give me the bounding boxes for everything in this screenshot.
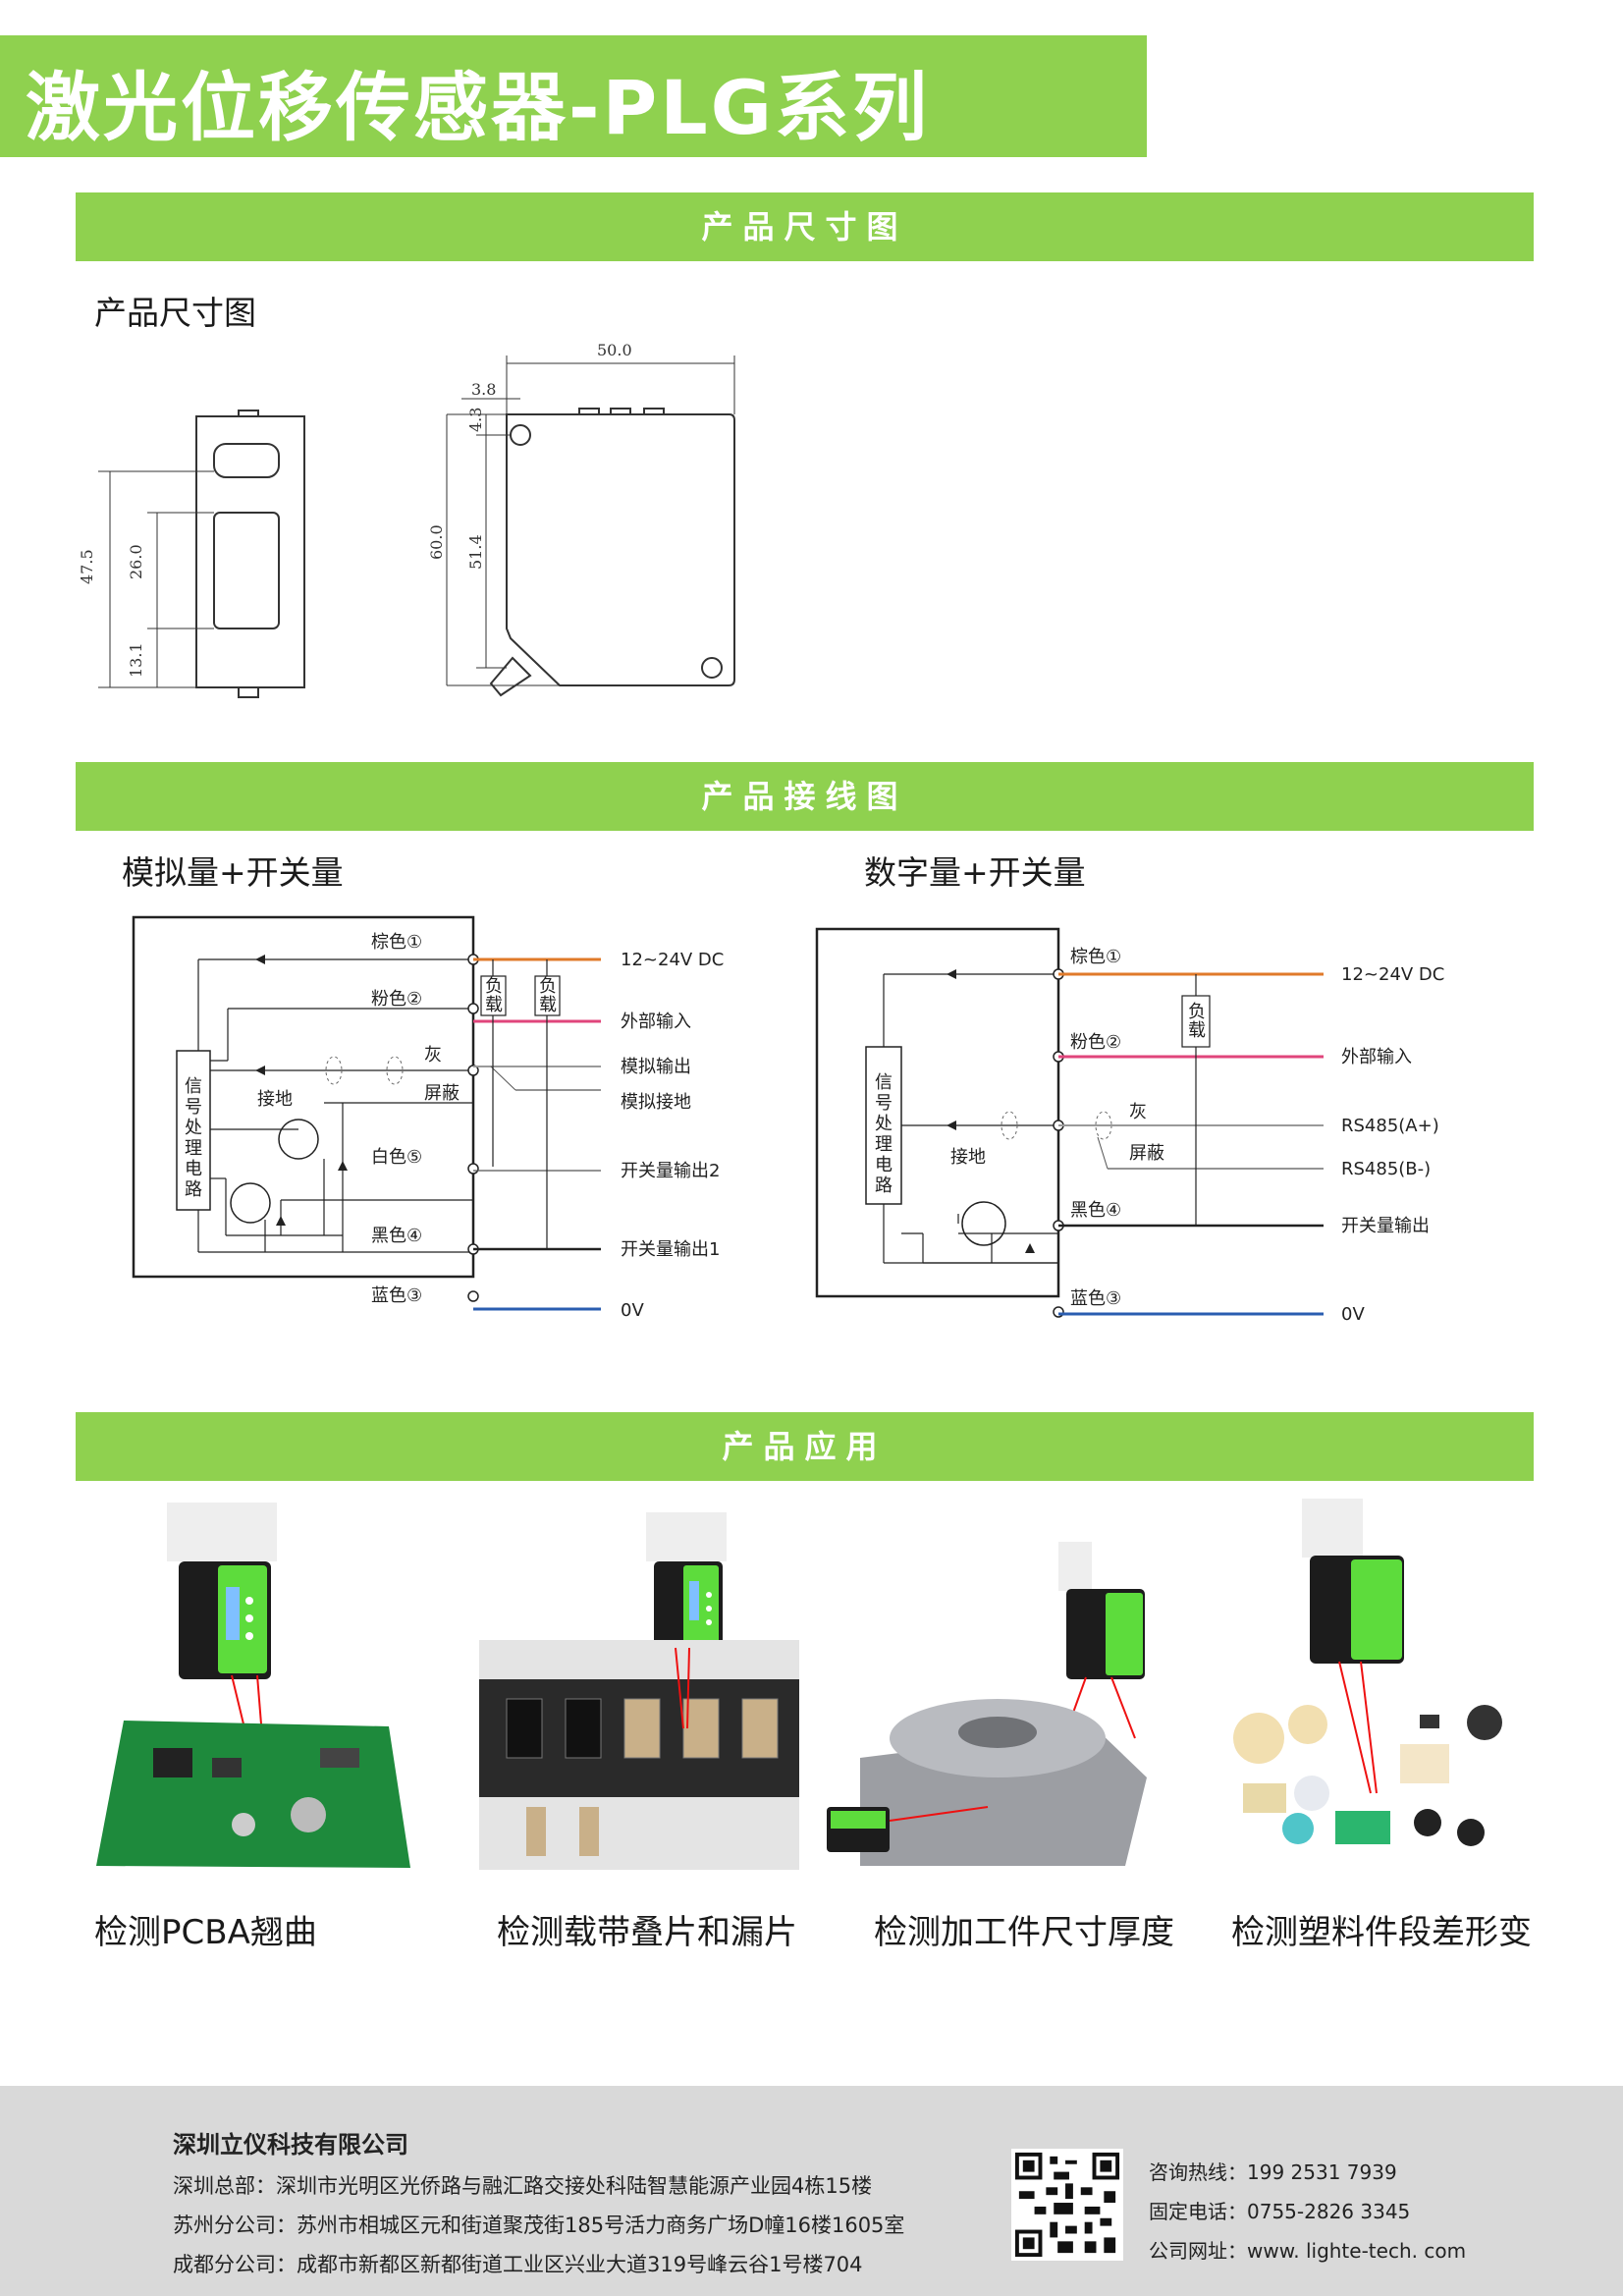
output-label: 0V — [1341, 1304, 1365, 1325]
wire-label: 黑色④ — [1070, 1200, 1121, 1221]
wire-label: 棕色① — [371, 932, 422, 953]
application-image-pcba — [96, 1503, 410, 1868]
application-caption: 检测塑料件段差形变 — [1231, 1913, 1532, 1952]
footer — [0, 2086, 1623, 2296]
dim-inner-height: 51.4 — [466, 534, 485, 570]
application-caption: 检测加工件尺寸厚度 — [874, 1913, 1174, 1952]
output-label: RS485(A+) — [1341, 1116, 1439, 1136]
output-label: 12~24V DC — [621, 950, 724, 970]
output-label: 12~24V DC — [1341, 964, 1444, 985]
wiring-diagram-analog: 信号处理电路 接地 负载 负载 — [132, 915, 724, 1321]
footer-hotline: 咨询热线：199 2531 7939 — [1149, 2160, 1397, 2184]
dim-bottom-offset: 13.1 — [127, 642, 145, 678]
output-label: RS485(B-) — [1341, 1159, 1431, 1179]
load-label-1: 负载 — [485, 976, 503, 1015]
dimension-drawing: 47.5 26.0 13.1 50.0 3.8 4.3 60.0 51.4 — [78, 341, 735, 698]
dim-offset-x: 3.8 — [471, 380, 496, 399]
wire-label: 棕色① — [1070, 947, 1121, 967]
ground-label: 接地 — [950, 1147, 986, 1168]
wiring-digital-title: 数字量+开关量 — [864, 853, 1086, 892]
dim-width-total: 50.0 — [597, 341, 632, 359]
shield-label: 屏蔽 — [424, 1083, 460, 1104]
dim-height-total: 60.0 — [427, 524, 446, 560]
front-view — [489, 408, 735, 697]
section-header-dimensions: 产品尺寸图 — [76, 192, 1534, 261]
section-title: 产品应用 — [722, 1428, 888, 1465]
dim-offset-y: 4.3 — [466, 408, 485, 432]
output-label: 模拟接地 — [621, 1092, 691, 1113]
wire-label: 粉色② — [371, 989, 422, 1010]
section-title: 产品尺寸图 — [701, 208, 908, 246]
output-label: 开关量输出 — [1341, 1216, 1430, 1236]
wire-label: 白色⑤ — [371, 1147, 422, 1168]
dimension-figure-label: 产品尺寸图 — [94, 294, 256, 332]
footer-address: 苏州分公司：苏州市相城区元和街道聚茂街185号活力商务广场D幢16楼1605室 — [173, 2214, 905, 2237]
section-header-application: 产品应用 — [76, 1412, 1534, 1481]
title-bar — [0, 35, 1147, 157]
footer-address: 成都分公司：成都市新都区新都街道工业区兴业大道319号峰云谷1号楼704 — [173, 2253, 863, 2276]
application-image-machining — [827, 1542, 1147, 1866]
footer-address: 深圳总部：深圳市光明区光侨路与融汇路交接处科陆智慧能源产业园4栋15楼 — [173, 2174, 873, 2198]
section-header-wiring: 产品接线图 — [76, 762, 1534, 831]
dim-left-height: 47.5 — [78, 549, 96, 584]
footer-company: 深圳立仪科技有限公司 — [173, 2131, 408, 2159]
dim-window-height: 26.0 — [127, 544, 145, 579]
wire-label: 蓝色③ — [1070, 1288, 1121, 1309]
footer-website[interactable]: 公司网址：www. lighte-tech. com — [1149, 2239, 1467, 2263]
wiring-diagram-digital: 信号处理电路 接地 负载 棕色① 粉色② 灰 屏蔽 黑色④ 蓝色③ 12~24V… — [815, 927, 1444, 1325]
ground-label: 接地 — [257, 1089, 293, 1110]
section-title: 产品接线图 — [701, 778, 908, 815]
output-label: 外部输入 — [1341, 1047, 1412, 1067]
wire-label: 黑色④ — [371, 1226, 422, 1246]
gray-label: 灰 — [424, 1045, 442, 1066]
load-label-2: 负载 — [539, 976, 557, 1015]
output-label: 开关量输出1 — [621, 1239, 720, 1260]
gray-label: 灰 — [1129, 1102, 1147, 1122]
output-label: 模拟输出 — [621, 1057, 691, 1077]
wiring-analog-title: 模拟量+开关量 — [122, 853, 344, 892]
application-caption: 检测PCBA翘曲 — [94, 1913, 317, 1952]
output-label: 外部输入 — [621, 1011, 691, 1032]
application-image-tape — [479, 1512, 799, 1870]
application-image-plastic — [1233, 1499, 1502, 1846]
wire-label: 粉色② — [1070, 1032, 1121, 1053]
shield-label: 屏蔽 — [1129, 1143, 1164, 1164]
wire-label: 蓝色③ — [371, 1285, 422, 1306]
load-label: 负载 — [1188, 1002, 1206, 1041]
signal-circuit-label: 信号处理电路 — [875, 1072, 893, 1196]
output-label: 0V — [621, 1300, 644, 1321]
qr-code-icon — [1011, 2149, 1123, 2261]
page-title: 激光位移传感器-PLG系列 — [26, 64, 931, 151]
output-label: 开关量输出2 — [621, 1161, 720, 1181]
signal-circuit-label: 信号处理电路 — [185, 1076, 202, 1200]
footer-phone: 固定电话：0755-2826 3345 — [1149, 2200, 1411, 2223]
side-view — [195, 410, 305, 698]
application-caption: 检测载带叠片和漏片 — [497, 1913, 797, 1952]
